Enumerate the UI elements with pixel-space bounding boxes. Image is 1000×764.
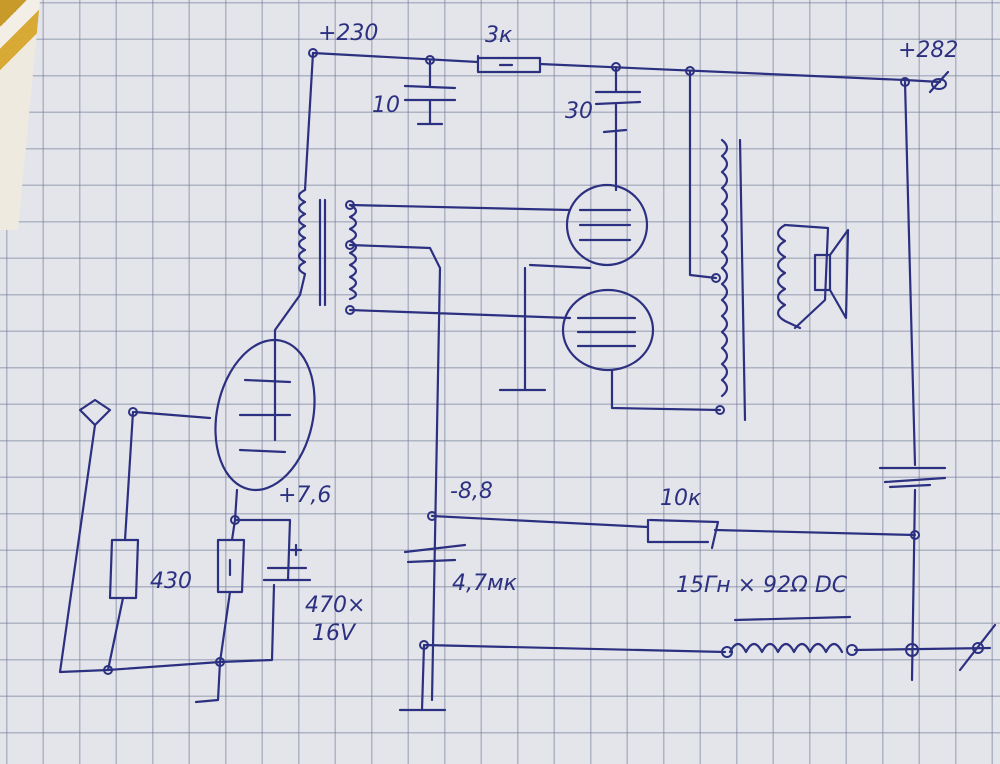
label-b-plus-230: +230 [318, 21, 378, 46]
right-rail [903, 80, 917, 682]
resistor-3k [476, 54, 542, 74]
choke [728, 615, 852, 654]
tube-electrodes [576, 208, 637, 348]
output-tube-1 [565, 183, 649, 267]
input-tube-electrodes [238, 378, 292, 454]
cathode-ground [498, 263, 592, 392]
label-c-4-7: 4,7мк [452, 571, 518, 596]
cathode-wires [106, 488, 292, 704]
label-c-470: 470× [305, 593, 365, 618]
speaker-icon [783, 223, 850, 330]
label-r-3k: 3к [485, 23, 513, 48]
bias-wires [430, 514, 917, 537]
grid-resistor [106, 410, 140, 672]
capacitor-4-7 [403, 543, 467, 564]
output-tube-2 [561, 288, 655, 372]
label-r-430: 430 [150, 569, 192, 594]
resistor-10k [646, 518, 720, 550]
bias-cell [878, 466, 947, 489]
resistor-430 [216, 518, 246, 664]
interstage-secondary [348, 203, 358, 301]
interstage-core [318, 198, 327, 307]
label-b-plus-282: +282 [898, 38, 958, 63]
input-tube [214, 338, 316, 492]
output-transformer [610, 69, 747, 422]
label-c-10: 10 [372, 93, 400, 118]
speaker-secondary [776, 223, 802, 330]
capacitor-10 [403, 58, 457, 126]
label-r-10k: 10к [660, 486, 702, 511]
label-c-30: 30 [565, 99, 593, 124]
b-plus-terminal [928, 70, 950, 94]
label-choke: 15Гн × 92Ω DC [676, 573, 848, 598]
label-cathode-7-6: +7,6 [278, 483, 331, 508]
grid-wires [348, 203, 572, 702]
input-jack [58, 398, 212, 674]
ground-rail [398, 623, 997, 712]
capacitor-470 [262, 543, 312, 582]
b-plus-rail [311, 51, 942, 84]
interstage-primary [273, 51, 315, 442]
label-bias-minus-8-8: -8,8 [450, 479, 493, 504]
label-c-470-voltage: 16V [312, 621, 357, 646]
capacitor-30 [594, 65, 642, 192]
